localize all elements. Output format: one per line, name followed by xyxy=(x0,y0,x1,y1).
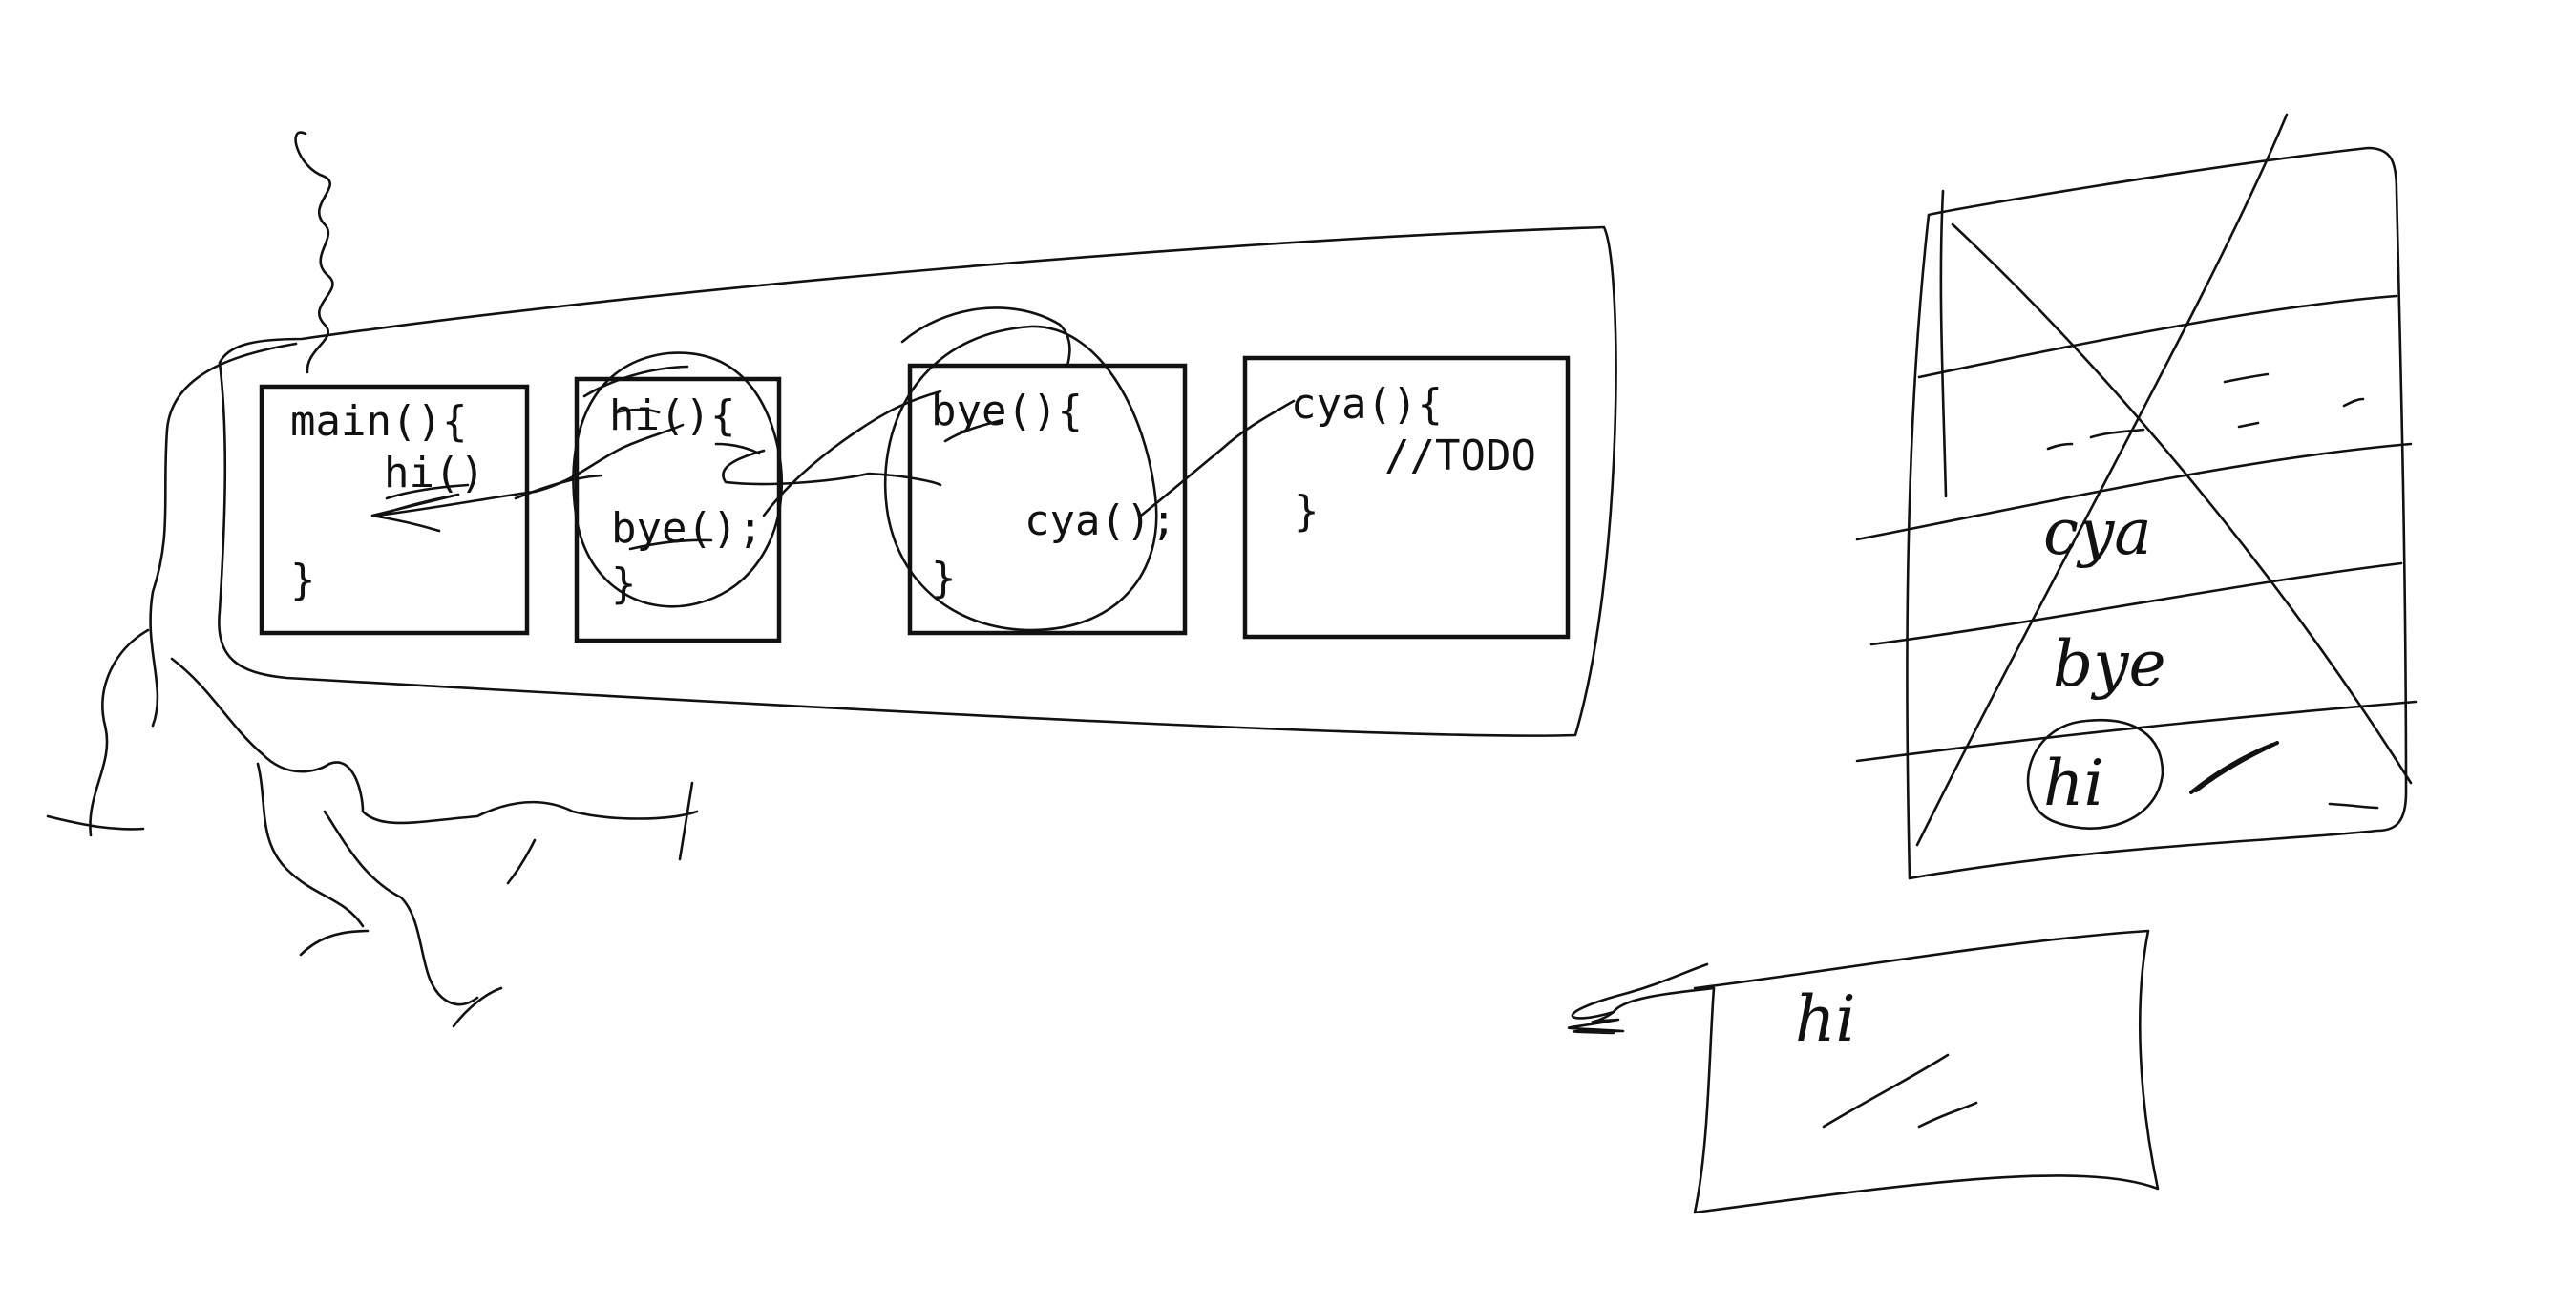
stack-line-2 xyxy=(1855,442,2413,541)
arrow-bye-to-cya xyxy=(1139,399,1296,517)
stack-frame-bye: bye xyxy=(2053,627,2166,701)
cya-box-line-3: } xyxy=(1294,487,1320,536)
stack-cross-1 xyxy=(1951,222,2413,785)
small-box-text: hi xyxy=(1795,982,1856,1056)
left-loops xyxy=(46,342,298,837)
hi-bye-underline xyxy=(628,442,942,551)
arrow-main-to-hi-2 xyxy=(514,408,661,500)
bye-box-outline xyxy=(907,363,1188,636)
small-box-arrow xyxy=(1568,962,1716,1035)
stack-frame-cya: cya xyxy=(2043,496,2152,569)
stack-row-dashes xyxy=(2046,372,2365,451)
main-box-outline xyxy=(259,384,530,636)
stack-line-1 xyxy=(1917,294,2398,379)
hi-box-line-1: hi(){ xyxy=(609,391,735,440)
stack-scribble xyxy=(2189,741,2279,794)
hi-circle xyxy=(572,351,783,608)
stack-hi-circle xyxy=(2026,718,2164,830)
hi-box-line-2: bye(); xyxy=(611,504,763,553)
hi-box-line-3: } xyxy=(611,559,637,608)
stack-line-3 xyxy=(1869,561,2403,646)
stack-bottom-marks xyxy=(2328,802,2379,810)
bye-circle xyxy=(883,325,1158,632)
bye-box-line-2: cya(); xyxy=(1024,496,1176,545)
cya-box-outline xyxy=(1242,355,1571,640)
bye-circle-top xyxy=(900,306,1071,368)
squiggle-top xyxy=(294,131,334,374)
stack-frame-hi: hi xyxy=(2043,747,2104,820)
bye-box-line-3: } xyxy=(931,554,957,602)
main-hi-underline xyxy=(370,483,470,533)
cya-box-line-1: cya(){ xyxy=(1291,380,1443,429)
small-box-outline xyxy=(1693,929,2160,1214)
stack-box-outline xyxy=(1906,146,2408,880)
bye-box-line-1: bye(){ xyxy=(931,387,1083,435)
small-box-strike xyxy=(1822,1053,1978,1129)
main-box-line-3: } xyxy=(290,556,316,604)
arrow-main-to-hi xyxy=(375,423,685,517)
bye-underline xyxy=(943,418,1004,443)
main-box-line-2: hi() xyxy=(384,449,485,497)
arrow-hi-to-bye xyxy=(762,390,942,517)
cya-box-line-2: //TODO xyxy=(1384,432,1536,480)
bottom-left-loops xyxy=(170,657,699,1028)
main-box-line-1: main(){ xyxy=(290,397,467,446)
outer-container-outline xyxy=(218,225,1617,737)
stack-cross-2 xyxy=(1915,113,2289,847)
stack-line-4 xyxy=(1855,700,2418,763)
hi-circle-accent xyxy=(582,365,689,398)
stack-box-inner-left xyxy=(1939,189,1948,498)
